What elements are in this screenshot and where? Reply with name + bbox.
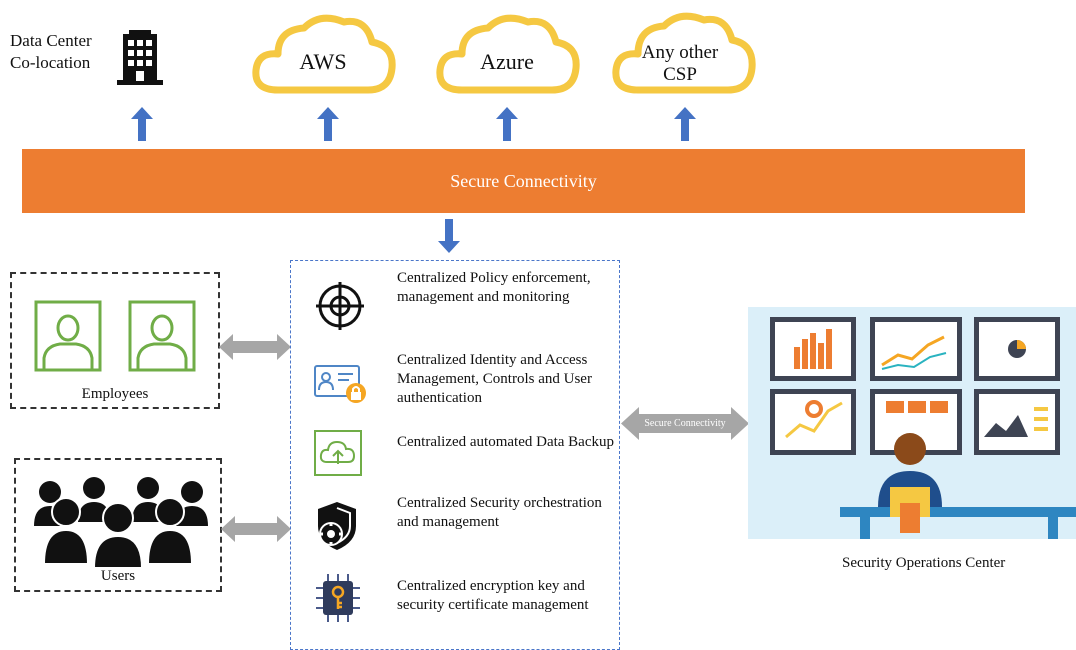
double-arrow-icon: [221, 516, 291, 547]
up-arrow-icon: [317, 107, 339, 141]
soc-connector-arrow: Secure Connectivity: [621, 407, 749, 440]
crosshair-icon: [314, 280, 366, 337]
users-group-icon: [20, 468, 220, 573]
soc-connector-label: Secure Connectivity: [644, 418, 726, 429]
up-arrow-icon: [496, 107, 518, 141]
secure-connectivity-bar: Secure Connectivity: [22, 149, 1025, 213]
datacenter-label: Data Center Co-location: [10, 31, 92, 72]
feature-text-policy: Centralized Policy enforcement, manageme…: [397, 270, 591, 305]
cloud-azure: Azure: [432, 10, 582, 100]
soc-illustration: [748, 307, 1076, 539]
feature-text-identity: Centralized Identity and Access Manageme…: [397, 352, 592, 406]
cloud-label-aws: AWS: [299, 49, 347, 74]
cloud-label-other: Any other CSP: [641, 42, 719, 85]
soc-label: Security Operations Center: [842, 555, 1006, 571]
up-arrow-icon: [674, 107, 696, 141]
cloud-aws: AWS: [248, 10, 398, 100]
cloud-label-azure: Azure: [480, 49, 534, 74]
id-card-lock-icon: [313, 364, 369, 411]
feature-text-backup: Centralized automated Data Backup: [397, 434, 614, 450]
employee-icon: [128, 300, 196, 377]
feature-text-orchestration: Centralized Security orchestration and m…: [397, 495, 602, 530]
employee-icon: [34, 300, 102, 377]
down-arrow-icon: [438, 219, 460, 253]
secure-connectivity-label: Secure Connectivity: [450, 170, 597, 191]
employees-label: Employees: [81, 386, 149, 402]
cloud-upload-icon: [314, 430, 362, 481]
cloud-other-csp: Any other CSP: [608, 8, 758, 98]
feature-text-encryption: Centralized encryption key and security …: [397, 578, 589, 613]
double-arrow-icon: [219, 334, 291, 365]
users-label: Users: [100, 568, 136, 584]
chip-key-icon: [314, 572, 362, 629]
users-box: Users: [14, 458, 222, 592]
building-icon: [115, 28, 165, 86]
shield-gear-icon: [314, 500, 360, 557]
employees-box: Employees: [10, 272, 220, 409]
up-arrow-icon: [131, 107, 153, 141]
